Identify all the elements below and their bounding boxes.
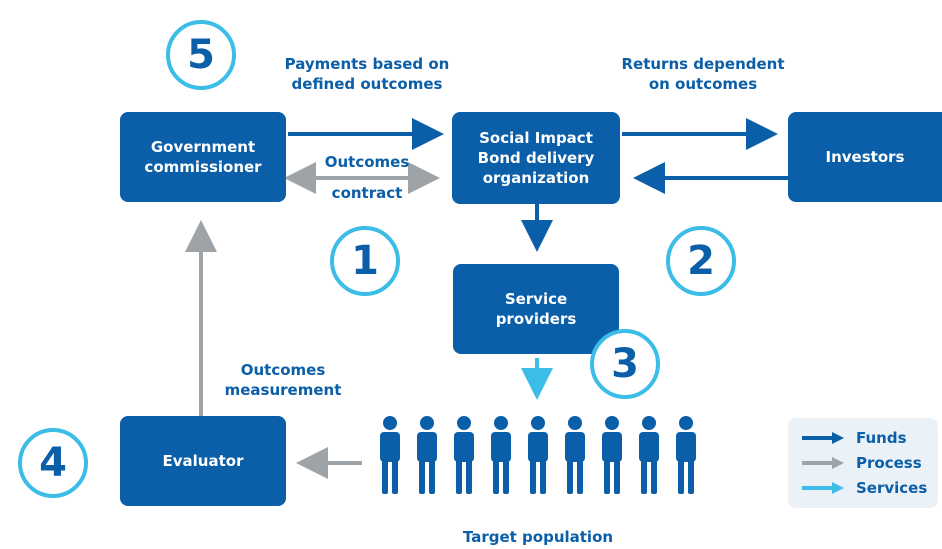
step-5-circle: 5 [166,20,236,90]
legend: Funds Process Services [788,418,938,508]
process-arrow-icon [802,457,844,469]
legend-item-funds: Funds [800,426,907,450]
legend-item-process: Process [800,451,922,475]
target-population-icon [380,416,696,494]
step-2-circle: 2 [666,226,736,296]
sib-delivery-organization-box: Social Impact Bond delivery organization [452,112,620,204]
legend-label: Process [856,454,922,472]
payments-label: Payments based on defined outcomes [284,55,450,93]
legend-label: Services [856,479,928,497]
services-arrow-icon [802,482,844,494]
legend-label: Funds [856,429,907,447]
evaluator-box: Evaluator [120,416,286,506]
step-3-circle: 3 [590,329,660,399]
government-commissioner-box: Government commissioner [120,112,286,202]
outcomes-contract-top-label: Outcomes [324,153,410,171]
service-providers-box: Service providers [453,264,619,354]
outcomes-contract-bottom-label: contract [331,184,403,202]
returns-label: Returns dependent on outcomes [621,55,785,93]
investors-box: Investors [788,112,942,202]
target-population-label: Target population [462,528,614,546]
step-1-circle: 1 [330,226,400,296]
step-4-circle: 4 [18,428,88,498]
funds-arrow-icon [802,432,844,444]
outcomes-measurement-label: Outcomes measurement [224,361,342,399]
legend-item-services: Services [800,476,927,500]
